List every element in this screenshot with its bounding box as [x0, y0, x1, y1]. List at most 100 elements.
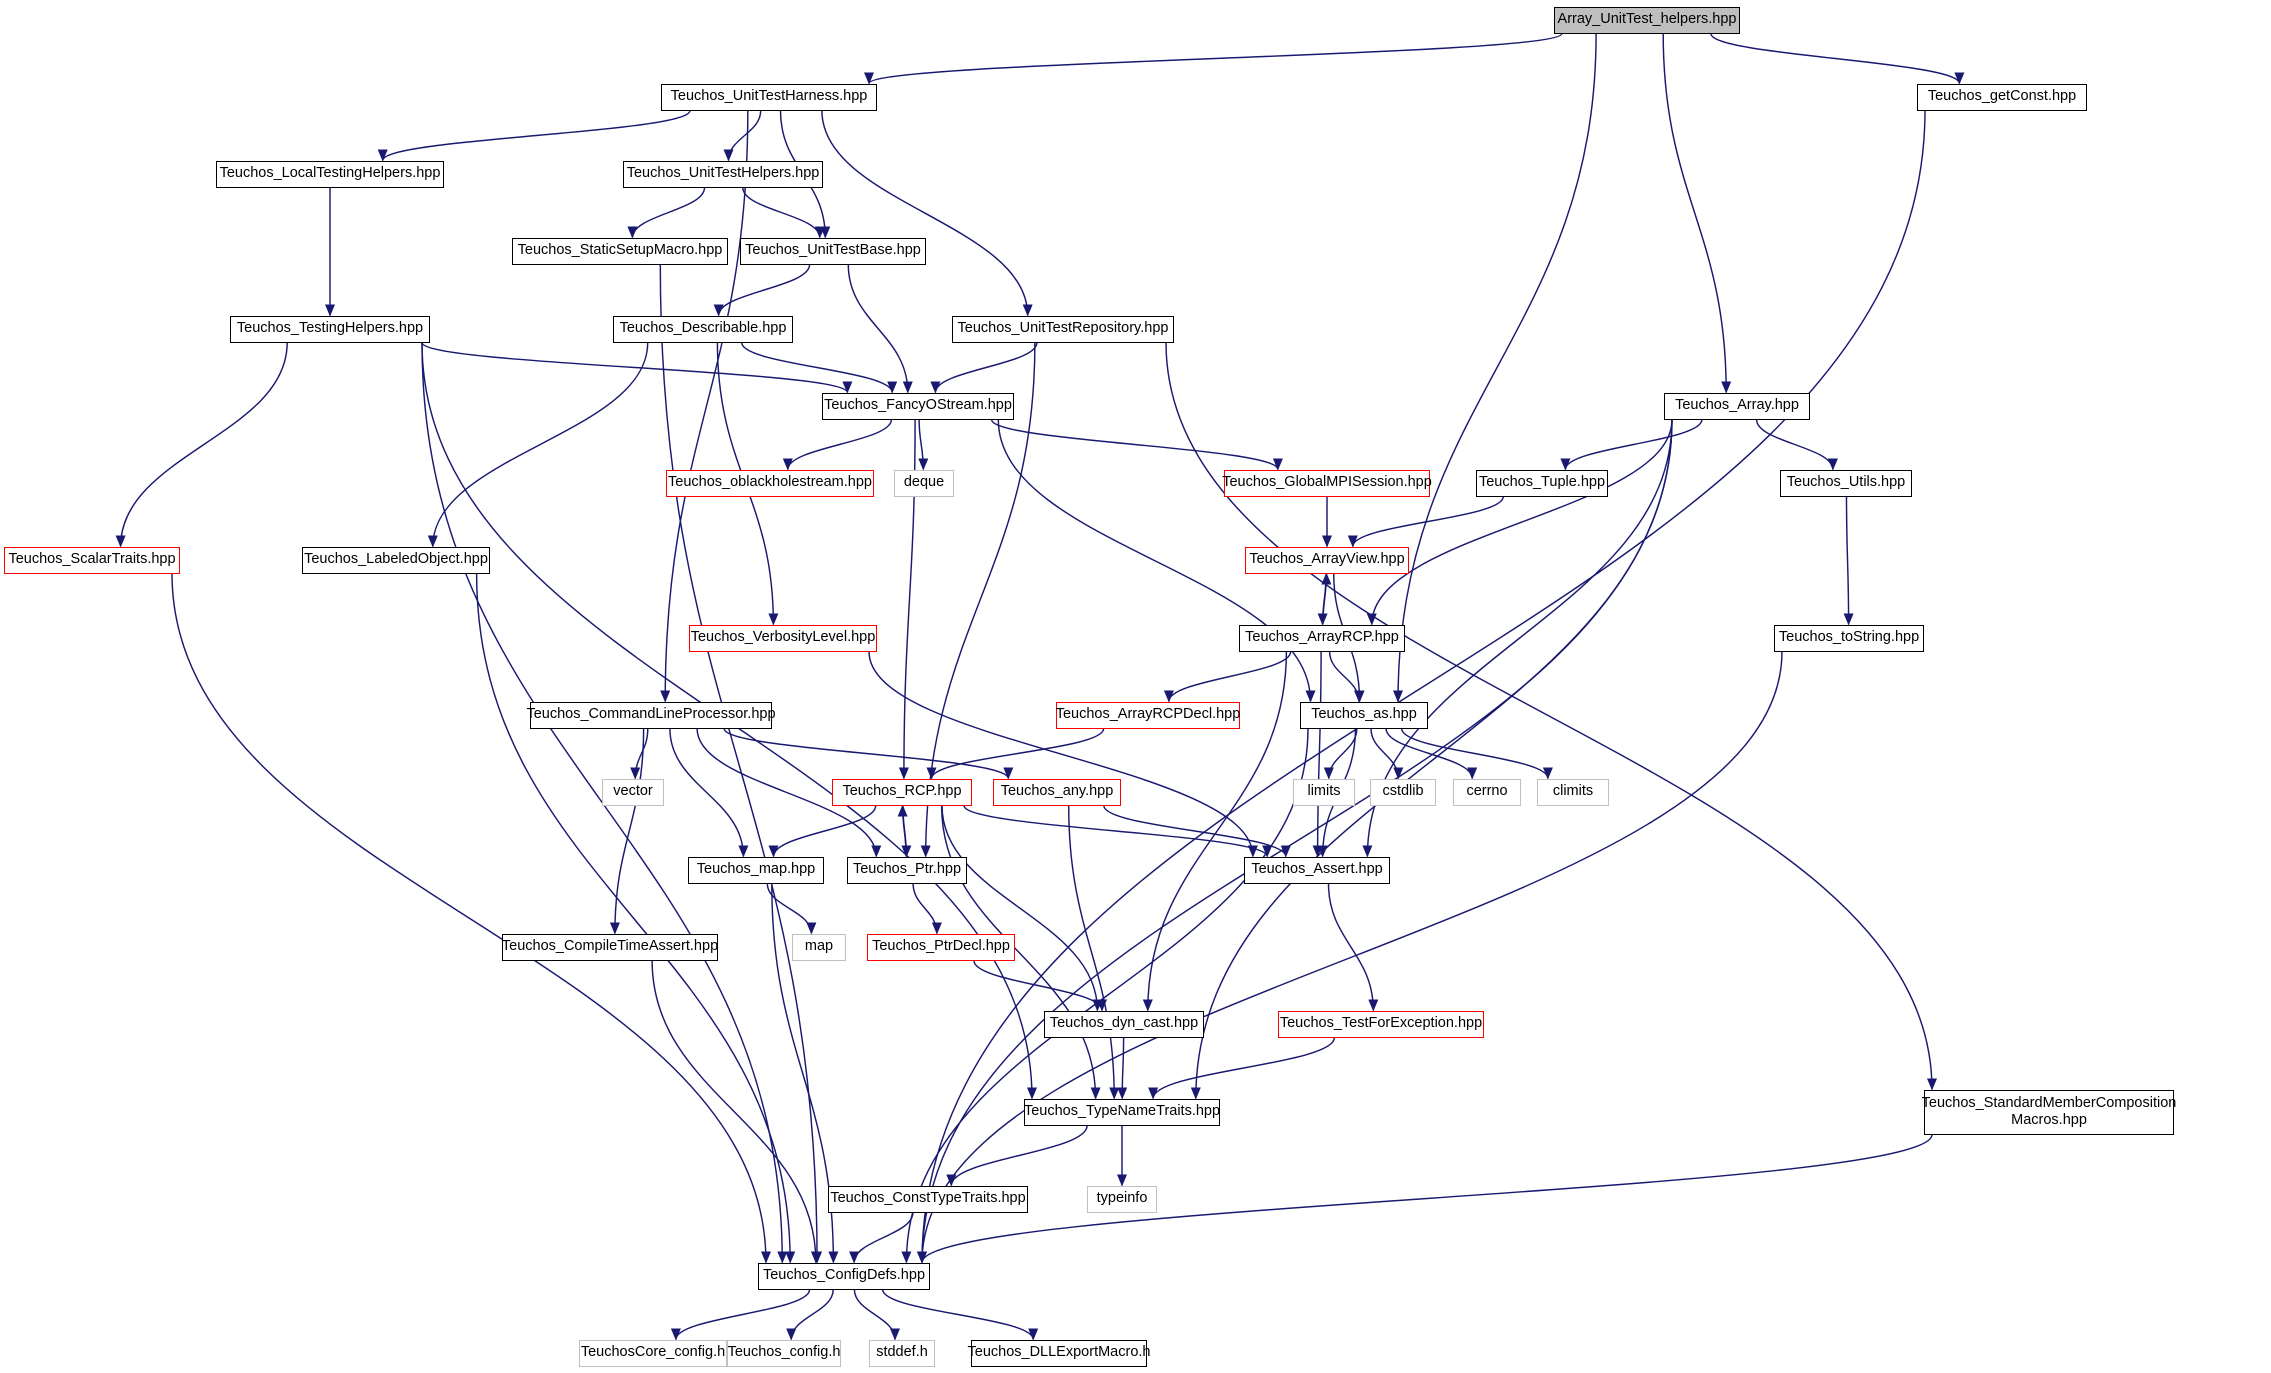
- node-array[interactable]: Teuchos_Array.hpp: [1664, 392, 1810, 420]
- node-typename[interactable]: Teuchos_TypeNameTraits.hpp: [1024, 1098, 1220, 1126]
- node-map: map: [792, 933, 846, 961]
- node-labeledobject[interactable]: Teuchos_LabeledObject.hpp: [302, 546, 490, 574]
- node-arrayview[interactable]: Teuchos_ArrayView.hpp: [1245, 546, 1409, 574]
- node-unittestbase[interactable]: Teuchos_UnitTestBase.hpp: [740, 237, 926, 265]
- edge-tuple-to-arrayview: [1347, 496, 1505, 548]
- edge-arrayrcp-to-assert: [1312, 651, 1323, 858]
- node-harness[interactable]: Teuchos_UnitTestHarness.hpp: [661, 83, 877, 111]
- edge-tostring-to-configdefs: [917, 651, 1783, 1264]
- edge-verbosity-to-assert: [868, 651, 1258, 858]
- node-scalartraits[interactable]: Teuchos_ScalarTraits.hpp: [4, 546, 180, 574]
- edge-unittesthelpers-to-staticsetup: [627, 187, 706, 239]
- node-arrayrcpdecl[interactable]: Teuchos_ArrayRCPDecl.hpp: [1056, 701, 1240, 729]
- node-arrayrcp[interactable]: Teuchos_ArrayRCP.hpp: [1239, 624, 1405, 652]
- edge-testinghelpers-to-fancyostream: [421, 341, 853, 394]
- node-corecfg: TeuchosCore_config.h: [579, 1339, 727, 1367]
- node-globalmpi[interactable]: Teuchos_GlobalMPISession.hpp: [1222, 469, 1432, 497]
- edge-fancyostream-to-oblackhole: [782, 419, 893, 471]
- node-compiletime[interactable]: Teuchos_CompileTimeAssert.hpp: [502, 933, 718, 961]
- edge-unittesthelpers-to-unittestbase: [742, 187, 825, 239]
- edge-utils-to-tostring: [1843, 496, 1854, 626]
- node-cmdline[interactable]: Teuchos_CommandLineProcessor.hpp: [526, 701, 776, 729]
- edge-fancyostream-to-deque: [918, 419, 929, 471]
- node-cerrno: cerrno: [1453, 778, 1521, 806]
- edge-as-to-cstdlib: [1370, 728, 1404, 780]
- edge-map_hpp-to-map: [766, 883, 817, 935]
- node-ptrdecl[interactable]: Teuchos_PtrDecl.hpp: [867, 933, 1015, 961]
- node-tostring[interactable]: Teuchos_toString.hpp: [1774, 624, 1924, 652]
- edge-arrayrcp-to-arrayrcpdecl: [1163, 651, 1292, 703]
- edge-cmdline-to-vector: [630, 728, 649, 780]
- edge-arrayrcp-to-arrayview: [1321, 572, 1332, 625]
- node-deque: deque: [894, 469, 954, 497]
- node-unittesthelpers[interactable]: Teuchos_UnitTestHelpers.hpp: [623, 160, 823, 188]
- node-describable[interactable]: Teuchos_Describable.hpp: [613, 315, 793, 343]
- node-oblackhole[interactable]: Teuchos_oblackholestream.hpp: [666, 469, 874, 497]
- edge-rcp-to-dyncast: [941, 805, 1103, 1012]
- edge-rcp-to-assert: [963, 805, 1273, 858]
- node-utils[interactable]: Teuchos_Utils.hpp: [1780, 469, 1912, 497]
- edge-fancyostream-to-globalmpi: [990, 419, 1283, 471]
- node-testinghelpers[interactable]: Teuchos_TestingHelpers.hpp: [230, 315, 430, 343]
- edge-compiletime-to-configdefs: [651, 960, 821, 1264]
- edge-unittestrepo-to-stdmember: [1165, 342, 1937, 1091]
- edge-unittestbase-to-fancyostream: [847, 264, 913, 394]
- edge-as-to-climits: [1400, 728, 1553, 780]
- edge-array-to-configdefs: [917, 419, 1673, 1264]
- node-dllexport[interactable]: Teuchos_DLLExportMacro.h: [968, 1339, 1150, 1367]
- edge-dyncast-to-typename: [1117, 1037, 1128, 1100]
- node-consttype[interactable]: Teuchos_ConstTypeTraits.hpp: [828, 1185, 1028, 1213]
- edge-labeledobject-to-configdefs: [475, 573, 796, 1264]
- edge-arrayrcpdecl-to-rcp: [926, 728, 1105, 780]
- edge-assert-to-testforexc: [1327, 883, 1379, 1012]
- edge-getconst-to-configdefs: [917, 110, 1926, 1264]
- edge-array-to-utils: [1755, 419, 1838, 471]
- edge-unittestbase-to-describable: [713, 264, 811, 317]
- edge-staticsetup-to-configdefs: [659, 264, 823, 1264]
- node-map-hpp[interactable]: Teuchos_map.hpp: [688, 856, 824, 884]
- edge-unittestrepo-to-fancyostream: [930, 342, 1038, 394]
- node-rcp[interactable]: Teuchos_RCP.hpp: [832, 778, 972, 806]
- edge-cmdline-to-ptr: [696, 728, 882, 858]
- node-getconst[interactable]: Teuchos_getConst.hpp: [1917, 83, 2087, 111]
- edge-any-to-assert: [1103, 805, 1291, 858]
- edge-configdefs-to-stddef: [853, 1289, 900, 1341]
- edge-root-to-harness: [864, 32, 1563, 85]
- edge-testforexc-to-typename: [1148, 1037, 1336, 1100]
- edge-describable-to-labeledobject: [427, 342, 649, 548]
- edge-ptr-to-ptrdecl: [912, 883, 942, 935]
- node-verbosity[interactable]: Teuchos_VerbosityLevel.hpp: [689, 624, 877, 652]
- node-as[interactable]: Teuchos_as.hpp: [1300, 701, 1428, 729]
- node-configdefs[interactable]: Teuchos_ConfigDefs.hpp: [758, 1262, 930, 1290]
- edge-cmdline-to-any: [723, 728, 1014, 780]
- node-testforexc[interactable]: Teuchos_TestForException.hpp: [1278, 1010, 1484, 1038]
- edge-root-to-as: [1393, 33, 1597, 703]
- node-cstdlib: cstdlib: [1370, 778, 1436, 806]
- node-fancyostream[interactable]: Teuchos_FancyOStream.hpp: [822, 392, 1014, 420]
- edge-array-to-arrayrcp: [1366, 419, 1673, 626]
- node-localtesting[interactable]: Teuchos_LocalTestingHelpers.hpp: [216, 160, 444, 188]
- node-any[interactable]: Teuchos_any.hpp: [993, 778, 1121, 806]
- node-ptr[interactable]: Teuchos_Ptr.hpp: [847, 856, 967, 884]
- node-assert[interactable]: Teuchos_Assert.hpp: [1244, 856, 1390, 884]
- node-staticsetup[interactable]: Teuchos_StaticSetupMacro.hpp: [512, 237, 728, 265]
- edge-harness-to-cmdline: [660, 110, 749, 703]
- edge-consttype-to-configdefs: [849, 1212, 914, 1264]
- node-dyncast[interactable]: Teuchos_dyn_cast.hpp: [1044, 1010, 1204, 1038]
- edge-array-to-typename: [1190, 419, 1673, 1100]
- edge-harness-to-unittestrepo: [821, 110, 1033, 317]
- node-root[interactable]: Array_UnitTest_helpers.hpp: [1554, 6, 1740, 34]
- node-climits: climits: [1537, 778, 1609, 806]
- edge-ptrdecl-to-dyncast: [973, 960, 1107, 1012]
- edge-scalartraits-to-configdefs: [171, 573, 771, 1264]
- edge-stdmember-to-configdefs: [917, 1134, 1933, 1264]
- edge-harness-to-unittesthelpers: [723, 110, 762, 162]
- edge-root-to-getconst: [1710, 33, 1965, 85]
- edge-fancyostream-to-as: [997, 419, 1316, 703]
- edge-arrayrcp-to-dyncast: [1142, 651, 1288, 1012]
- node-tuple[interactable]: Teuchos_Tuple.hpp: [1476, 469, 1608, 497]
- edge-cmdline-to-map_hpp: [669, 728, 749, 858]
- node-unittestrepo[interactable]: Teuchos_UnitTestRepository.hpp: [952, 315, 1174, 343]
- edge-testinghelpers-to-scalartraits: [115, 342, 288, 548]
